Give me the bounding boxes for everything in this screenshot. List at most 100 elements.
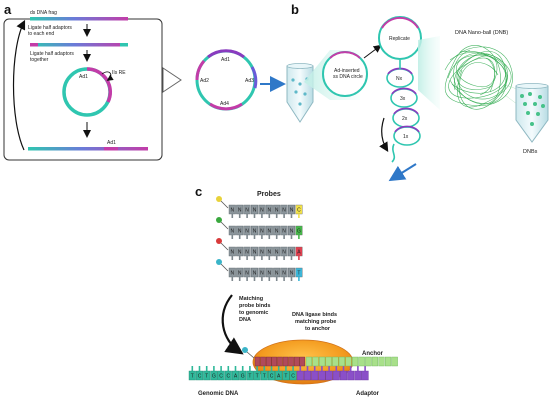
probe-base-label: N (230, 271, 234, 277)
genomic-base-label: A (277, 374, 281, 380)
ss-circle-label-1: Ad-inserted (334, 68, 360, 74)
adaptor-label: Adaptor (356, 391, 380, 397)
step-ds-dna-frag: ds DNA frag (30, 10, 57, 16)
bound-probe-base (294, 356, 300, 367)
bound-probe-linker (246, 351, 255, 359)
probe-base-label: N (238, 271, 242, 277)
anchor-base (312, 356, 319, 367)
ss-circle-adaptor (329, 51, 361, 59)
ad1-label-circle: Ad1 (79, 74, 88, 80)
bottom-ad1-label: Ad1 (107, 140, 116, 146)
adaptor-arc-ad3 (250, 66, 258, 89)
anchor-base (319, 356, 326, 367)
probe-base-label: N (267, 271, 271, 277)
genomic-base-label: C (270, 374, 274, 380)
adaptor-base (340, 370, 348, 381)
probe-label-dot (216, 196, 222, 202)
bound-probe-base (288, 356, 294, 367)
adaptor-arc-ad1 (207, 49, 245, 59)
ds-dna-fragment (30, 17, 128, 21)
anchor-base (352, 356, 359, 367)
probe-base-label: N (282, 250, 286, 256)
adaptor-base (318, 370, 326, 381)
anchor-base (371, 356, 379, 367)
bound-probe-dot (242, 347, 248, 353)
probe-base-label: N (253, 208, 257, 214)
probe-linker (220, 263, 229, 272)
anchor-base (358, 356, 365, 367)
probe-base-label: N (260, 229, 264, 235)
adaptor-base (347, 370, 355, 381)
dna-nanoball (444, 45, 513, 110)
probe-base-label: N (267, 208, 271, 214)
genomic-base-label: T (248, 374, 251, 380)
step-ligate-ends-1: Ligate half adaptors (28, 25, 72, 31)
x3-label: 3x (400, 96, 406, 102)
half-adaptor-left (30, 43, 38, 47)
binding-arrow (221, 294, 244, 355)
probes-title: Probes (257, 191, 281, 198)
iis-re-cut-arrow (101, 71, 114, 81)
bound-probe-base (266, 356, 272, 367)
dnb-particles (520, 92, 545, 126)
matching-line-1: Matching (239, 296, 263, 302)
genomic-base-label: T (191, 374, 194, 380)
probe-query-base-label: G (297, 229, 301, 235)
probe-base-label: N (267, 250, 271, 256)
panel-transition-arrow (162, 67, 182, 93)
ss-circle-label-2: ss DNA circle (333, 74, 363, 80)
nx-label: Nx (396, 76, 403, 82)
bound-probe-base (260, 356, 266, 367)
to-panel-c-arrow (388, 163, 417, 182)
x1-label: 1x (403, 134, 409, 140)
step-ligate-together-1: Ligate half adaptors (30, 51, 74, 57)
probe-query-base-label: T (297, 271, 300, 277)
probe-base-label: N (290, 250, 294, 256)
probe-base-label: N (267, 229, 271, 235)
iis-re-label: IIs RE (112, 70, 126, 76)
probe-base-label: N (238, 229, 242, 235)
probe-query-base-label: A (297, 250, 301, 256)
adaptor-inserted-fragment (28, 147, 148, 151)
genomic-base-label: T (205, 374, 208, 380)
probe-base-label: N (253, 250, 257, 256)
anchor-base (365, 356, 372, 367)
bound-probe-base (277, 356, 283, 367)
probe-linker (220, 200, 229, 209)
dnb-tube (515, 85, 549, 143)
probe-base-label: N (238, 250, 242, 256)
tube-rim (286, 63, 314, 69)
panel-b-label: b (291, 2, 299, 17)
genomic-dna-label: Genomic DNA (198, 391, 239, 397)
anchor-base (345, 356, 352, 367)
anchor-base (385, 356, 392, 367)
sample-tube (286, 65, 314, 123)
bound-probe (242, 347, 305, 367)
replicate-label: Replicate (389, 36, 410, 42)
dnb-tube-rim (515, 83, 549, 89)
probe-base-label: N (260, 250, 264, 256)
panel-c-label: c (195, 184, 202, 199)
probe-base-label: N (275, 208, 279, 214)
probe-base-label: N (253, 229, 257, 235)
rolling-circle-helix (386, 60, 421, 163)
anchor-strand (305, 356, 398, 367)
probe-base-label: N (245, 208, 249, 214)
probe-base-label: N (290, 208, 294, 214)
replicate-arrow (363, 44, 382, 59)
panel-b: b Ad1 Ad2 Ad3 Ad4 Ad-inserted ss DNA cir… (195, 2, 549, 163)
adaptor-arc-ad4 (209, 102, 243, 111)
step-ligate-ends-2: to each end (28, 31, 54, 37)
anchor-base (305, 356, 313, 367)
adaptor-base (332, 370, 340, 381)
matching-line-2: probe binds (239, 303, 270, 309)
ad4-label: Ad4 (220, 101, 229, 107)
probe-base-label: N (275, 271, 279, 277)
